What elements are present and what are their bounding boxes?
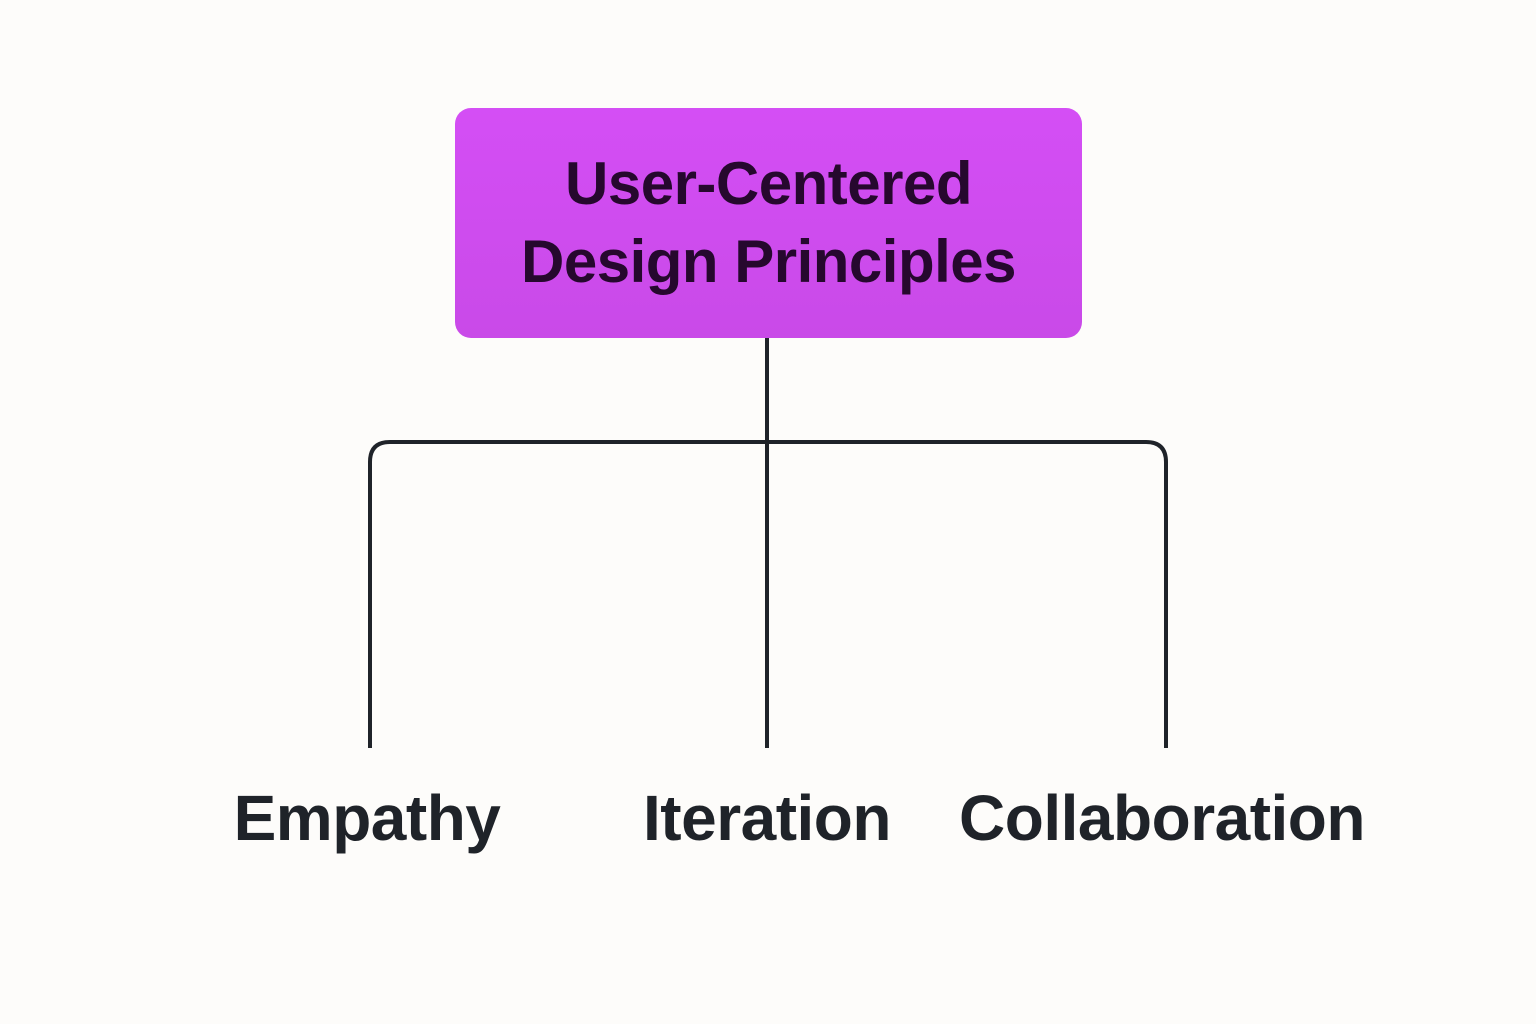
branch-connector [368, 440, 1168, 748]
root-title: User-Centered Design Principles [521, 150, 1017, 295]
child-node-iteration: Iteration [643, 782, 891, 854]
root-node: User-Centered Design Principles [455, 108, 1082, 338]
child-node-collaboration: Collaboration [959, 782, 1365, 854]
child-node-empathy: Empathy [233, 782, 501, 854]
